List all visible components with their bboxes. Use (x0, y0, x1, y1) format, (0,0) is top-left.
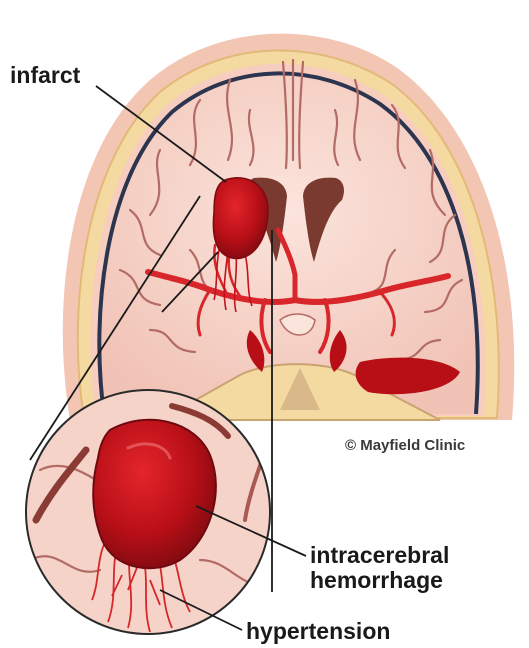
infarct-label: infarct (10, 64, 80, 87)
hypertension-label: hypertension (246, 620, 390, 643)
magnified-inset (20, 385, 280, 645)
intracerebral-hemorrhage-label: intracerebral hemorrhage (310, 544, 449, 592)
intracerebral-label-line1: intracerebral (310, 544, 449, 567)
intracerebral-label-line2: hemorrhage (310, 569, 449, 592)
copyright-credit: © Mayfield Clinic (345, 438, 465, 453)
